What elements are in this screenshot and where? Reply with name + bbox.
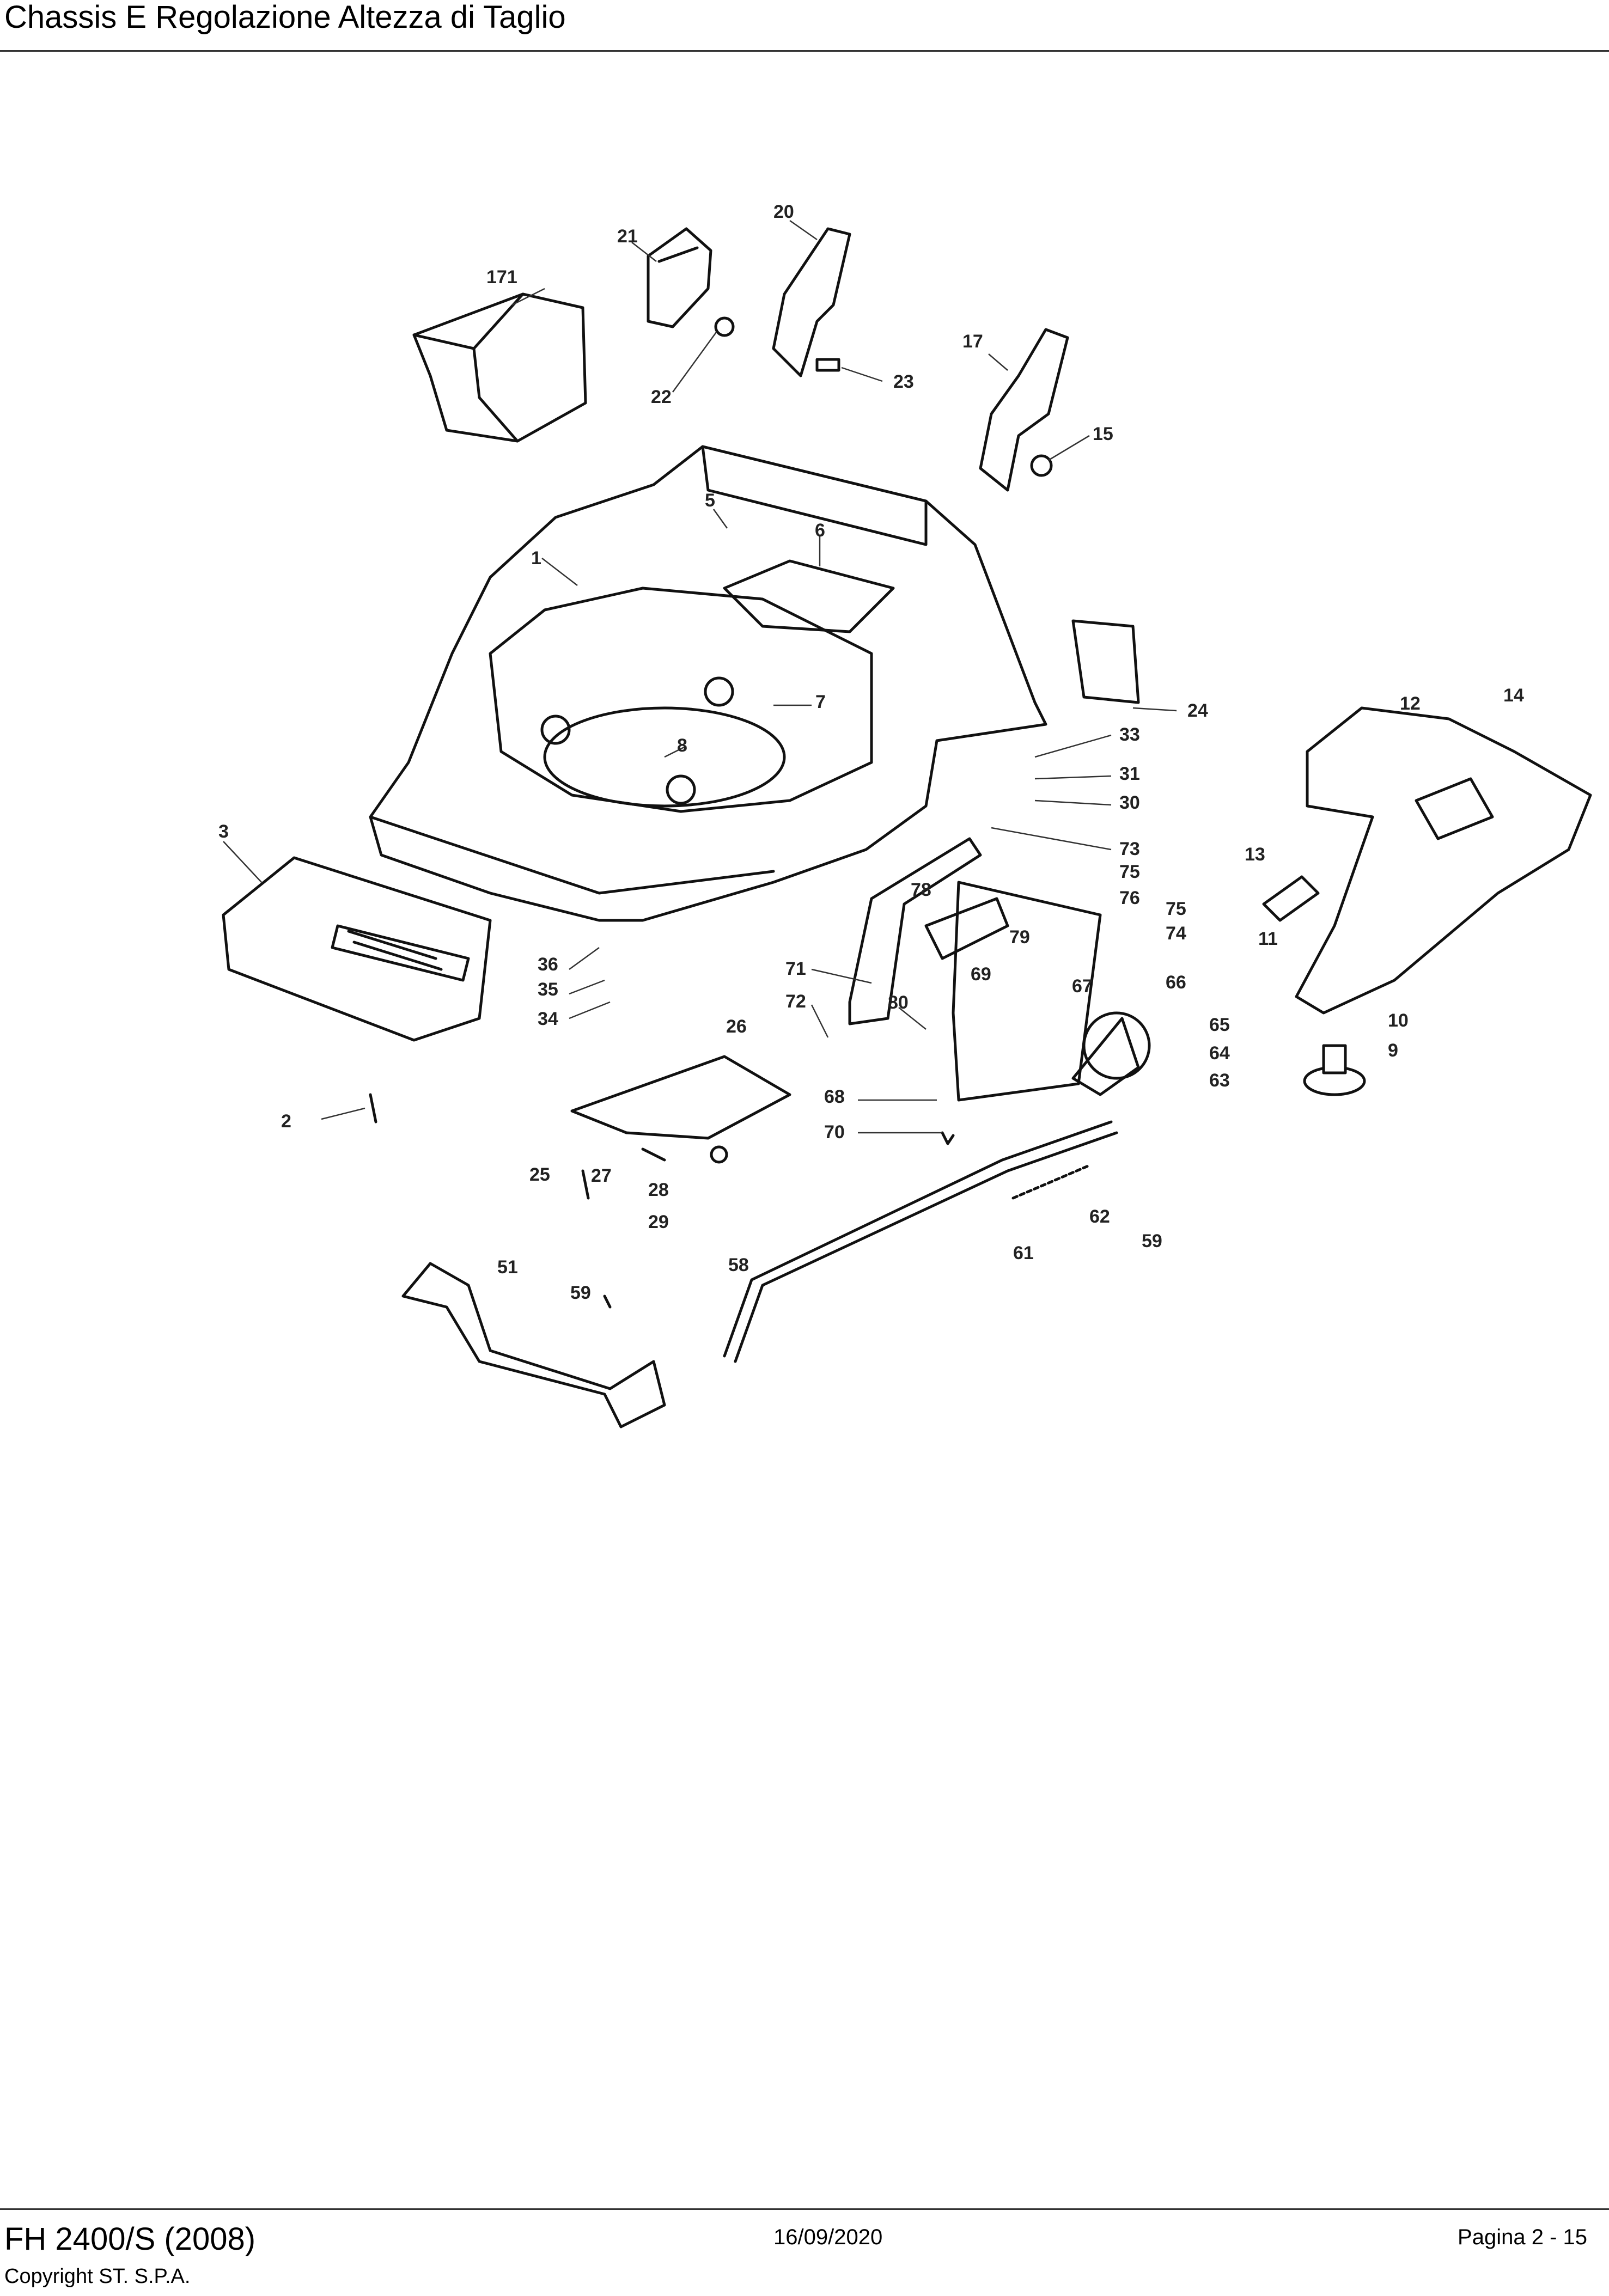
clip-59b <box>603 1294 612 1309</box>
lever-rod-part <box>723 1120 1118 1363</box>
callout-63: 63 <box>1209 1070 1230 1091</box>
copyright: Copyright ST. S.P.A. <box>4 2265 191 2288</box>
callout-51: 51 <box>497 1257 518 1278</box>
callout-5: 5 <box>705 490 715 511</box>
callout-61: 61 <box>1013 1243 1034 1263</box>
callout-27: 27 <box>591 1165 612 1186</box>
callout-59: 59 <box>570 1283 591 1303</box>
callout-22: 22 <box>651 387 672 407</box>
callout-7: 7 <box>815 692 826 712</box>
callout-171: 171 <box>486 267 517 288</box>
callout-23: 23 <box>893 371 914 392</box>
callout-75: 75 <box>1166 899 1186 919</box>
callout-26: 26 <box>726 1016 747 1037</box>
callout-13: 13 <box>1245 844 1265 865</box>
washer-28 <box>710 1145 728 1164</box>
callout-30: 30 <box>1119 792 1140 813</box>
screw-part <box>815 358 840 372</box>
side-arm-part-right <box>979 328 1069 492</box>
height-adjuster-assembly <box>848 837 1151 1102</box>
screw-2 <box>369 1093 377 1123</box>
access-plate-part <box>1071 619 1140 704</box>
nut-part-2 <box>1030 454 1053 477</box>
callout-6: 6 <box>815 520 825 541</box>
latch-part <box>1262 875 1320 922</box>
page-title: Chassis E Regolazione Altezza di Taglio <box>4 0 566 35</box>
callout-14: 14 <box>1503 685 1524 706</box>
callout-72: 72 <box>785 991 806 1012</box>
callout-79: 79 <box>1009 927 1030 948</box>
callout-21: 21 <box>617 226 638 247</box>
side-arm-part <box>772 227 851 377</box>
page-number: Pagina 2 - 15 <box>1458 2225 1587 2249</box>
callout-67: 67 <box>1072 976 1093 997</box>
callout-25: 25 <box>529 1164 550 1185</box>
callout-73: 73 <box>1119 839 1140 859</box>
cover-plate-part <box>570 1055 791 1140</box>
internal-bracket-part <box>723 559 895 633</box>
callout-59: 59 <box>1142 1231 1162 1251</box>
callout-68: 68 <box>824 1086 845 1107</box>
callout-75: 75 <box>1119 862 1140 882</box>
callout-20: 20 <box>773 201 794 222</box>
callout-74: 74 <box>1166 923 1186 944</box>
callout-35: 35 <box>538 979 558 1000</box>
screw-27 <box>641 1147 666 1162</box>
callout-66: 66 <box>1166 972 1186 993</box>
rear-deflector-part <box>1295 706 1592 1015</box>
callout-24: 24 <box>1187 700 1208 721</box>
callout-12: 12 <box>1400 693 1421 714</box>
nut-part <box>714 316 735 337</box>
spring-part <box>1011 1164 1091 1200</box>
callout-69: 69 <box>971 964 991 985</box>
rear-flap-part <box>412 292 587 443</box>
callout-70: 70 <box>824 1122 845 1143</box>
callout-28: 28 <box>648 1180 669 1200</box>
callout-78: 78 <box>911 880 931 900</box>
callout-62: 62 <box>1089 1206 1110 1227</box>
callout-31: 31 <box>1119 764 1140 784</box>
print-date: 16/09/2020 <box>773 2225 883 2249</box>
screw-25 <box>581 1169 590 1200</box>
callout-15: 15 <box>1093 424 1113 444</box>
footer-divider <box>0 2208 1609 2210</box>
clip-59 <box>941 1131 955 1145</box>
header-divider <box>0 50 1609 52</box>
callout-71: 71 <box>785 958 806 979</box>
callout-80: 80 <box>888 992 909 1013</box>
callout-11: 11 <box>1258 929 1278 949</box>
callout-34: 34 <box>538 1009 558 1029</box>
callout-10: 10 <box>1388 1010 1409 1031</box>
callout-17: 17 <box>962 331 983 352</box>
wheel-hub-part <box>1303 1044 1366 1096</box>
callout-33: 33 <box>1119 724 1140 745</box>
main-deck-part <box>369 445 1047 922</box>
callout-64: 64 <box>1209 1043 1230 1064</box>
callout-2: 2 <box>281 1111 291 1132</box>
model-name: FH 2400/S (2008) <box>4 2221 256 2257</box>
callout-76: 76 <box>1119 888 1140 908</box>
callout-36: 36 <box>538 954 558 975</box>
callout-8: 8 <box>677 735 687 756</box>
callout-65: 65 <box>1209 1015 1230 1035</box>
callout-58: 58 <box>728 1255 749 1275</box>
callout-1: 1 <box>531 548 541 569</box>
callout-9: 9 <box>1388 1040 1398 1061</box>
rear-axle-part <box>401 1262 666 1428</box>
front-flap-part <box>222 856 492 1042</box>
callout-29: 29 <box>648 1212 669 1232</box>
bracket-part <box>647 227 712 328</box>
callout-3: 3 <box>218 821 229 842</box>
